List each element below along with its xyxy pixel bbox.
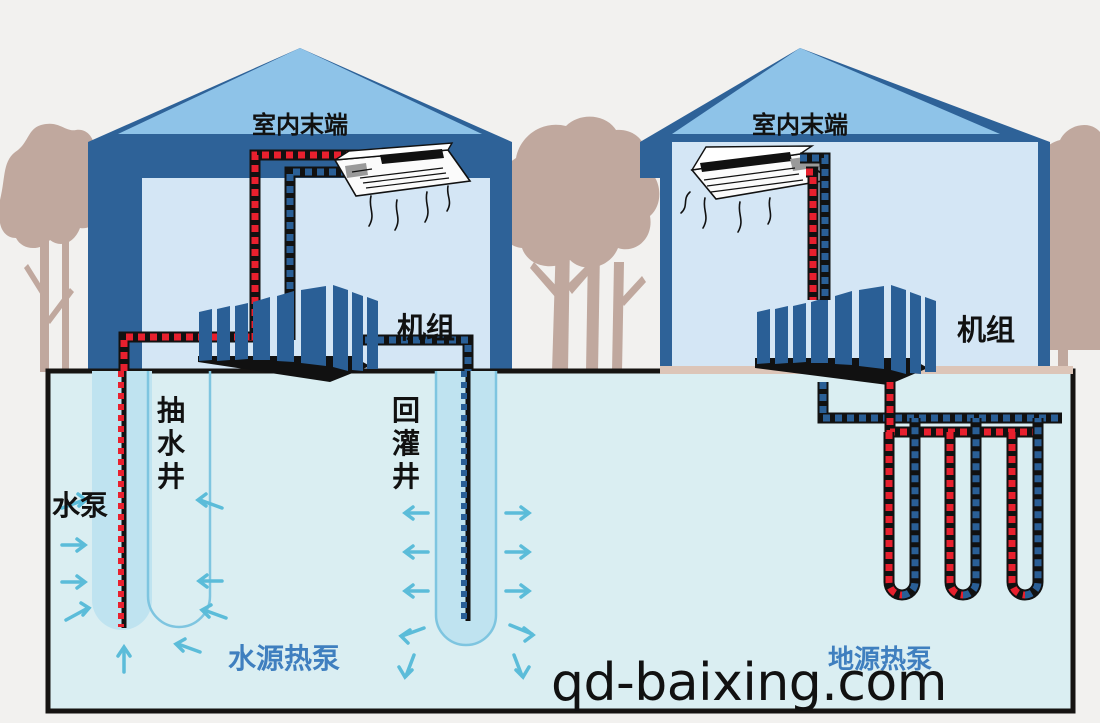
u-tube-1-return (901, 418, 919, 599)
recharge-well-outline (434, 371, 498, 647)
left-system-piping (118, 149, 474, 371)
ac-vent-grille-left (345, 163, 368, 178)
ac-louvers-right (703, 167, 804, 193)
pipe-blue-ground-header (819, 382, 1062, 422)
extraction-well-char-2: 水 (157, 427, 186, 460)
left-roof (118, 48, 482, 134)
label-water-source-heat-pump: 水源热泵 (228, 642, 340, 675)
label-indoor-terminal-right: 室内末端 (752, 111, 848, 139)
pipe-blue-right-riser (800, 154, 829, 300)
left-ceiling-ac-unit (333, 142, 472, 231)
label-ground-source-heat-pump: 地源热泵 (828, 645, 932, 675)
right-wall-left (660, 142, 672, 372)
extraction-well-char-3: 井 (157, 460, 185, 493)
pipe-blue-to-recharge (353, 336, 472, 371)
label-water-pump: 水泵 (52, 489, 108, 522)
right-system-piping (800, 152, 1062, 601)
label-recharge-well: 回 灌 井 (392, 394, 430, 493)
u-tube-3-supply (1008, 432, 1026, 599)
left-heat-pump-unit: 机组 (198, 285, 455, 382)
pipe-red-right-riser (806, 168, 817, 300)
arrow-group-into-extraction-right (173, 492, 228, 654)
u-tube-2-supply (946, 432, 964, 599)
recharge-well-char-3: 井 (392, 460, 420, 493)
recharge-well-char-2: 灌 (392, 427, 420, 460)
right-ceiling-ac-unit (680, 145, 830, 233)
airflow-lines-right (680, 191, 772, 233)
label-unit-left: 机组 (397, 311, 455, 345)
arrow-group-out-recharge-left (397, 505, 430, 680)
ac-top-left (334, 142, 454, 161)
recharge-well-char-1: 回 (392, 394, 420, 427)
airflow-lines-left (368, 185, 451, 231)
ac-intake-bar-left (380, 149, 444, 164)
ac-intake-bar-right (700, 152, 792, 172)
right-wall-right (1038, 142, 1050, 372)
extraction-well-char-1: 抽 (157, 394, 185, 427)
ac-louvers-left (351, 167, 450, 189)
label-indoor-terminal-left: 室内末端 (252, 111, 348, 139)
arrow-group-into-extraction-left (60, 492, 92, 622)
diagram-labels: 水泵 抽 水 井 回 灌 井 水源热泵 地源热泵 qd-baixing.com (52, 394, 947, 713)
pipe-red-to-unit (120, 333, 263, 371)
right-heat-pump-unit: 机组 (755, 285, 1015, 385)
label-unit-right: 机组 (957, 313, 1015, 347)
label-extraction-well: 抽 水 井 (157, 394, 195, 493)
pipe-red-riser (251, 151, 360, 340)
u-tube-3-return (1024, 418, 1042, 599)
pipe-blue-from-ac (286, 168, 360, 340)
right-unit-slats (757, 285, 936, 374)
water-source-wells (92, 371, 498, 647)
left-unit-slats (199, 285, 378, 371)
left-unit-base (198, 356, 370, 382)
left-building-pillar (490, 142, 512, 372)
arrow-up-extraction-bottom (116, 643, 132, 674)
watermark: qd-baixing.com (551, 653, 947, 713)
arrow-group-out-recharge-right (504, 505, 536, 680)
u-tube-1-supply (885, 432, 903, 599)
right-roof (672, 48, 1000, 134)
u-tube-2-return (962, 418, 980, 599)
right-unit-base (755, 358, 928, 385)
groundwater-flow-arrows (60, 492, 536, 680)
